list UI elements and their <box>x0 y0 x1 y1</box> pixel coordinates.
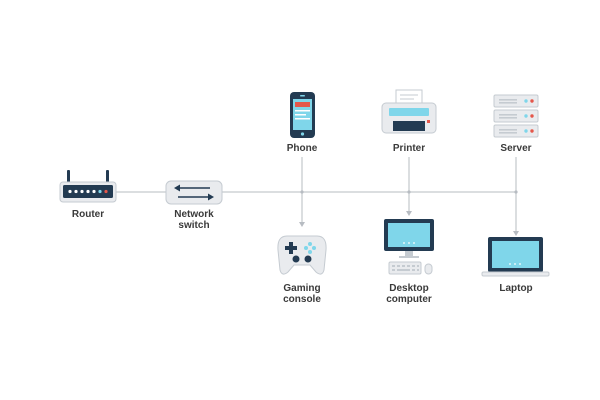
desktop-computer-icon <box>384 219 434 275</box>
gaming-console-label: Gaming console <box>283 283 321 305</box>
network-switch-icon <box>165 180 223 205</box>
laptop-icon <box>481 237 550 277</box>
printer-label-line1: Printer <box>392 143 426 154</box>
router-label-line1: Router <box>71 209 105 220</box>
printer-label: Printer <box>393 143 425 154</box>
connection-arrows <box>299 190 519 236</box>
gaming-console-label-line2: console <box>283 294 321 305</box>
server-label: Server <box>500 143 531 154</box>
arrow-down-console <box>299 222 305 227</box>
connections <box>116 157 517 232</box>
arrow-down-laptop <box>513 231 519 236</box>
arrow-down-desktop <box>406 211 412 216</box>
server-label-line1: Server <box>500 143 532 154</box>
desktop-computer-label-line1: Desktop <box>389 283 429 294</box>
network-switch-label-line1: Network <box>174 209 214 220</box>
router-icon <box>59 170 117 203</box>
phone-icon <box>290 92 315 138</box>
laptop-label: Laptop <box>499 283 532 294</box>
router-label: Router <box>72 209 104 220</box>
desktop-computer-label: Desktop computer <box>386 283 432 305</box>
junction-dot-phone <box>300 190 304 194</box>
junction-dot-server <box>514 190 518 194</box>
junction-dot-printer <box>407 190 411 194</box>
network-switch-label: Network switch <box>174 209 213 231</box>
printer-icon <box>381 89 437 134</box>
gamepad-icon <box>277 235 327 275</box>
laptop-label-line1: Laptop <box>499 283 533 294</box>
phone-label-line1: Phone <box>286 143 318 154</box>
phone-label: Phone <box>287 143 318 154</box>
desktop-computer-label-line2: computer <box>386 294 432 305</box>
server-icon <box>493 94 539 138</box>
network-switch-label-line2: switch <box>178 220 210 231</box>
gaming-console-label-line1: Gaming <box>283 283 321 294</box>
